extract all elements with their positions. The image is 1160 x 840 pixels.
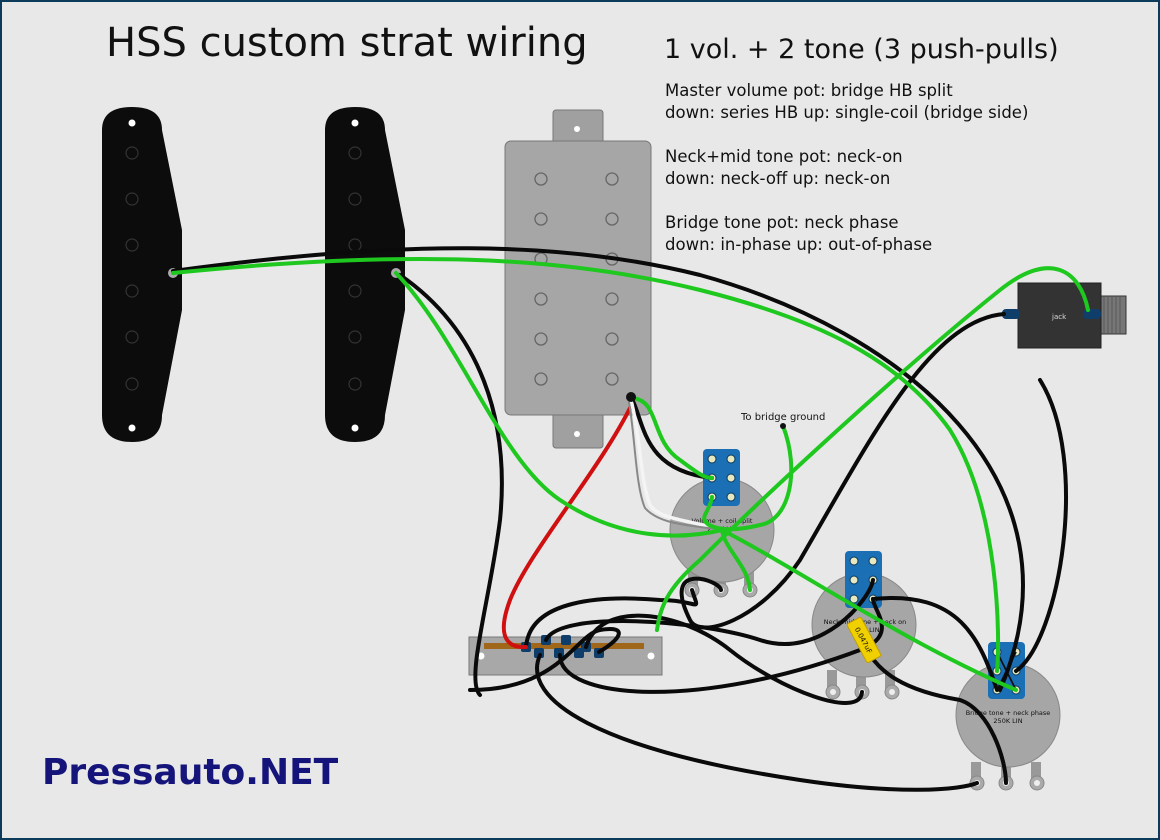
- wire-jack-ground-right: [1014, 378, 1068, 673]
- note-volume: Master volume pot: bridge HB split down:…: [665, 80, 1028, 124]
- wire-vol-lug: [720, 528, 752, 592]
- wire-switch-3: [584, 613, 864, 705]
- wire-switch-1: [524, 588, 699, 649]
- bridge-tone-pot-label: Bridge tone + neck phase: [966, 709, 1051, 717]
- bridge-ground-label: To bridge ground: [740, 412, 825, 423]
- note-line: Neck+mid tone pot: neck-on: [665, 147, 903, 166]
- wire-red: [501, 402, 634, 650]
- wire-vol-to-bridge: [720, 528, 1018, 692]
- note-bridge-tone: Bridge tone pot: neck phase down: in-pha…: [665, 212, 1028, 256]
- wire-bare: [627, 396, 723, 531]
- wire-jack-sleeve: [679, 312, 1006, 630]
- note-line: Bridge tone pot: neck phase: [665, 213, 899, 232]
- note-line: down: neck-off up: neck-on: [665, 169, 891, 188]
- hot-wires: [171, 256, 1090, 692]
- hb-lead-exit: [626, 392, 636, 402]
- wire-switch-6: [468, 627, 621, 692]
- neck-pickup: [102, 107, 182, 442]
- bridge-tone-pot-value: 250K LIN: [993, 717, 1022, 725]
- diagram-subtitle: 1 vol. + 2 tone (3 push-pulls): [664, 34, 1059, 65]
- neck-tone-pot-label: Neck/mid tone + neck on: [824, 618, 907, 626]
- diagram-title: HSS custom strat wiring: [106, 20, 588, 66]
- note-line: down: in-phase up: out-of-phase: [665, 235, 933, 254]
- wire-neck-tone-to-bridge: [871, 595, 999, 692]
- middle-pickup: [325, 107, 405, 442]
- jack-label: jack: [1051, 313, 1067, 321]
- wire-hb-green: [630, 396, 714, 480]
- wire-hb-black: [628, 393, 714, 480]
- wire-switch-2: [544, 578, 875, 646]
- wire-middle-ground: [398, 273, 504, 697]
- wire-jack-tip: [655, 266, 1090, 632]
- volume-pot-label: Volume + coil-split: [692, 517, 753, 525]
- output-jack: jack: [1002, 282, 1127, 349]
- wire-middle-hot: [394, 271, 724, 538]
- wire-ground-main: [171, 246, 1025, 692]
- wire-neck-hot: [171, 256, 1001, 673]
- wire-cap-leg: [868, 653, 1008, 785]
- wire-white: [628, 396, 723, 532]
- notes: Master volume pot: bridge HB split down:…: [665, 80, 1028, 278]
- bridge-ground-terminal: [780, 423, 786, 429]
- note-line: Master volume pot: bridge HB split: [665, 81, 953, 100]
- note-line: down: series HB up: single-coil (bridge …: [665, 103, 1029, 122]
- note-neck-tone: Neck+mid tone pot: neck-on down: neck-of…: [665, 146, 1028, 190]
- wire-switch-4: [535, 653, 979, 792]
- watermark: Pressauto.NET: [42, 752, 339, 793]
